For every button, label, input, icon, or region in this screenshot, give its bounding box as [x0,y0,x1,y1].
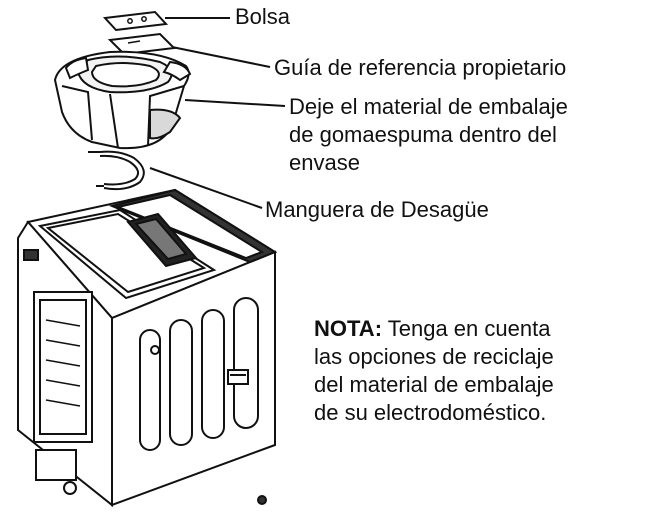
drain-hose-icon [88,150,145,191]
leader-manguera [149,167,263,209]
label-foam-line-1: Deje el material de embalaje [289,94,568,119]
recycling-note: NOTA: Tenga en cuenta las opciones de re… [314,315,554,427]
note-line-4: de su electrodoméstico. [314,400,547,425]
foam-packing-icon [53,50,192,150]
washer-icon [17,188,278,508]
note-line-3: del material de embalaje [314,372,554,397]
leader-deje [184,99,286,107]
label-foam-packing: Deje el material de embalaje de gomaespu… [289,93,568,177]
label-foam-line-3: envase [289,150,360,175]
label-owner-guide: Guía de referencia propietario [274,55,567,80]
note-line-1-text: Tenga en cuenta [387,316,551,341]
label-bolsa: Bolsa [235,4,291,29]
owner-guide-icon [107,32,177,56]
label-foam-line-2: de gomaespuma dentro del [289,122,557,147]
note-line-1: NOTA: Tenga en cuenta [314,315,554,343]
label-drain-hose: Manguera de Desagüe [265,197,489,222]
note-line-2: las opciones de reciclaje [314,344,554,369]
bag-icon [102,10,169,32]
leader-guia [171,46,271,68]
note-title: NOTA: [314,316,383,341]
